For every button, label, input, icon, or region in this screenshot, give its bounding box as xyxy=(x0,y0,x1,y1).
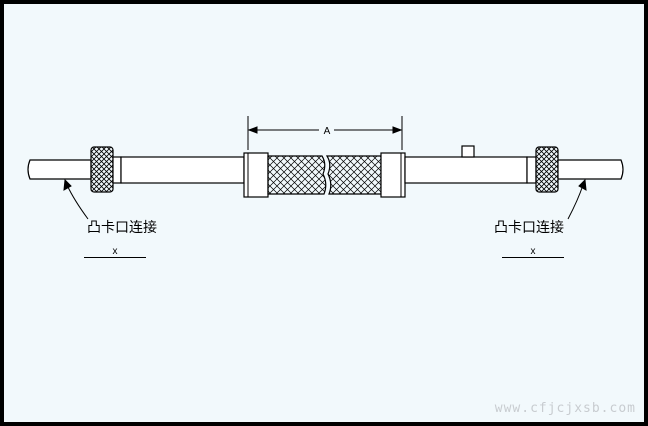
right-tube xyxy=(404,156,528,184)
left-nut-collar xyxy=(112,156,122,184)
right-leader-arrow xyxy=(567,178,587,220)
watermark: www.cfjcjxsb.com xyxy=(494,401,636,416)
left-x-field[interactable]: x xyxy=(84,246,146,258)
left-end-pin xyxy=(27,159,92,180)
right-end-pin xyxy=(557,159,624,180)
right-knurled-nut xyxy=(535,146,559,193)
right-nut-collar xyxy=(526,156,537,184)
left-tube xyxy=(120,156,245,184)
right-connector-label: 凸卡口连接 xyxy=(494,220,564,236)
braided-hose-right xyxy=(325,155,382,195)
hose-assembly-diagram: A xyxy=(27,116,624,220)
diagram-frame: A 凸卡口连接 x 凸卡口连接 x www.cfjcjxsb.com xyxy=(4,4,644,422)
left-connector-label: 凸卡口连接 xyxy=(87,220,157,236)
braided-hose-left xyxy=(267,155,327,195)
right-x-field[interactable]: x xyxy=(502,246,564,258)
left-leader-arrow xyxy=(63,178,89,220)
right-tube-nub xyxy=(461,145,475,158)
dimension-a-label: A xyxy=(324,126,331,137)
dimension-a xyxy=(247,116,403,150)
left-knurled-nut xyxy=(90,146,114,193)
